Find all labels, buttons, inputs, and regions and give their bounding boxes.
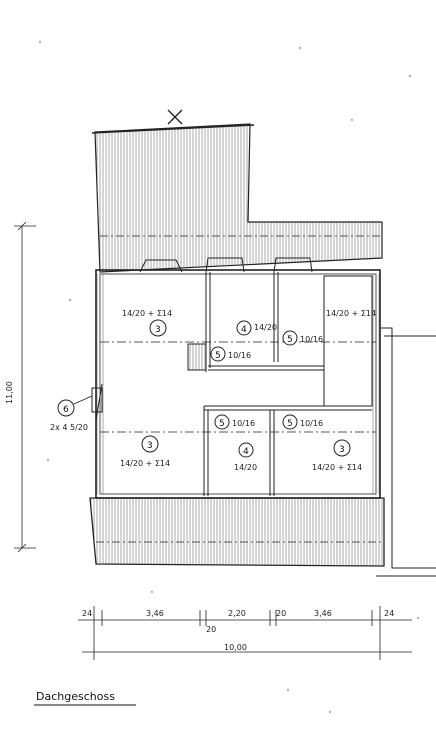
- dim-segment-5: 3,46: [314, 609, 332, 618]
- dim-total-width: 10,00: [224, 643, 247, 652]
- beam-b2-marker: 3: [147, 441, 153, 451]
- roof-top-zone: [91, 109, 383, 273]
- beam-b5: 4 14/20: [234, 442, 257, 472]
- column-c6: 6 2x 4 5/20: [50, 395, 93, 432]
- side-addition: [376, 327, 436, 577]
- plan-caption: Dachgeschoss: [36, 690, 115, 703]
- beam-b2-spec: 14/20 + Σ14: [120, 459, 170, 468]
- beam-lines: [100, 341, 376, 433]
- beam-b4-marker: 4: [241, 325, 247, 335]
- purlin-p2: 5 10/16: [210, 346, 251, 362]
- purlin-p2-spec: 10/16: [228, 351, 251, 360]
- dim-segment-2: 3,46: [146, 609, 164, 618]
- purlin-p2-marker: 5: [215, 351, 221, 361]
- beam-b3-marker: 3: [339, 445, 345, 455]
- beam-b5-marker: 4: [243, 447, 249, 457]
- dim-segment-3: 2,20: [228, 609, 246, 618]
- inner-walls: [91, 272, 373, 496]
- beam-b4-spec: 14/20: [254, 323, 277, 332]
- dim-sub-20: 20: [206, 625, 216, 634]
- beam-b5-spec: 14/20: [234, 463, 257, 472]
- purlin-p1: 5 10/16: [282, 330, 323, 346]
- beam-b1-spec: 14/20 + Σ14: [122, 309, 172, 318]
- column-c6-marker: 6: [63, 405, 69, 415]
- purlin-p1-marker: 5: [287, 335, 293, 345]
- vertical-dimension-label: 11,00: [5, 381, 14, 404]
- beam-b3: 3 14/20 + Σ14: [312, 439, 362, 472]
- purlin-p4-spec: 10/16: [300, 419, 323, 428]
- purlin-p3: 5 10/16: [214, 414, 255, 430]
- dim-segment-1: 24: [82, 609, 92, 618]
- dim-segment-4: 20: [276, 609, 286, 618]
- column-c6-spec: 2x 4 5/20: [50, 423, 88, 432]
- paper-specks: [39, 41, 419, 713]
- beam-b1: 14/20 + Σ14 3: [122, 309, 172, 337]
- purlin-p3-spec: 10/16: [232, 419, 255, 428]
- eaves-bottom-zone: [89, 497, 385, 567]
- purlin-p3-marker: 5: [219, 419, 225, 429]
- purlin-p4-marker: 5: [287, 419, 293, 429]
- purlin-p1-spec: 10/16: [300, 335, 323, 344]
- purlin-p4: 5 10/16: [282, 414, 323, 430]
- beam-b2: 3 14/20 + Σ14: [120, 435, 170, 468]
- beam-b3-spec: 14/20 + Σ14: [312, 463, 362, 472]
- beam-b6: 14/20 + Σ14: [326, 309, 376, 318]
- beam-b1-marker: 3: [155, 325, 161, 335]
- horizontal-dimensions: [78, 606, 412, 660]
- dim-segment-6: 24: [384, 609, 394, 618]
- beam-b6-spec: 14/20 + Σ14: [326, 309, 376, 318]
- vertical-dimension: [14, 221, 36, 553]
- beam-b4: 4 14/20: [236, 320, 277, 336]
